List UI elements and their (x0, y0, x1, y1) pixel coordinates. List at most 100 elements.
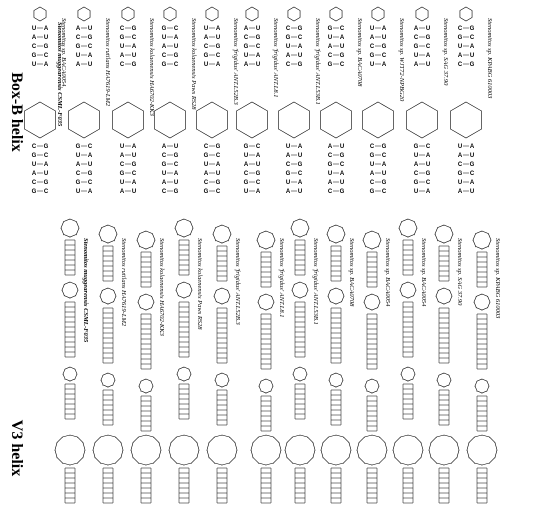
nucleotide-letter: · (154, 237, 155, 242)
nucleotide-letter: · (69, 432, 70, 437)
nucleotide-letter: · (258, 434, 259, 439)
nucleotide-letter: C (414, 35, 419, 41)
v3-internal-loop (213, 287, 231, 305)
nucleotide-letter: · (438, 288, 439, 293)
nucleotide-letter: · (183, 432, 184, 437)
box-b-internal-loop (362, 101, 394, 139)
nucleotide-letter: U (88, 26, 92, 32)
nucleotide-letter: · (158, 440, 159, 445)
nucleotide-letter: · (122, 447, 123, 452)
nucleotide-letter: · (250, 447, 251, 452)
nucleotide-letter: · (307, 287, 308, 292)
nucleotide-letter: U (426, 26, 430, 32)
nucleotide-letter: · (84, 447, 85, 452)
box-b-internal-loop (24, 101, 56, 139)
nucleotide-letter: · (64, 282, 65, 287)
nucleotide-letter: G (370, 189, 375, 195)
nucleotide-letter: A (414, 62, 419, 68)
nucleotide-letter: · (265, 307, 266, 312)
nucleotide-letter: U (458, 144, 462, 150)
v3-terminal-loop (256, 230, 276, 250)
nucleotide-letter: · (158, 455, 159, 460)
nucleotide-letter: A (44, 162, 49, 168)
nucleotide-letter: · (140, 294, 141, 299)
nucleotide-letter: U (44, 35, 48, 41)
nucleotide-letter: U (414, 53, 418, 59)
nucleotide-letter: · (63, 232, 64, 237)
nucleotide-letter: U (120, 180, 124, 186)
nucleotide-letter: U (162, 35, 166, 41)
nucleotide-letter: · (214, 460, 215, 465)
nucleotide-letter: · (198, 447, 199, 452)
nucleotide-letter: · (234, 440, 235, 445)
nucleotide-letter: G (216, 144, 221, 150)
nucleotide-letter: · (438, 382, 439, 387)
nucleotide-letter: · (415, 460, 416, 465)
nucleotide-letter: · (378, 383, 379, 388)
v3-species-label: Stenomitos muggearensis CSMI.-F035 (82, 238, 89, 343)
nucleotide-letter: · (74, 376, 75, 381)
nucleotide-letter: · (476, 378, 477, 383)
nucleotide-letter: G (298, 26, 303, 32)
nucleotide-letter: C (162, 53, 167, 59)
nucleotide-letter: C (458, 62, 463, 68)
v3-hairpin: ····································Sten… (168, 216, 203, 504)
nucleotide-letter: G (44, 180, 49, 186)
nucleotide-letter: · (183, 462, 184, 467)
nucleotide-letter: U (340, 44, 344, 50)
nucleotide-letter: · (221, 384, 222, 389)
v3-species-label: Stenomitos kolaenensis HA6702-KK3 (158, 238, 165, 337)
nucleotide-letter: · (69, 462, 70, 467)
nucleotide-letter: · (481, 291, 482, 296)
nucleotide-letter: G (286, 171, 291, 177)
nucleotide-letter: · (468, 440, 469, 445)
nucleotide-letter: · (475, 244, 476, 249)
nucleotide-letter: · (113, 299, 114, 304)
nucleotide-letter: · (400, 460, 401, 465)
v3-species-label: Stenomitos 'frigidus' ANT.L53B.1 (312, 238, 319, 325)
nucleotide-letter: G (162, 26, 167, 32)
nucleotide-letter: · (76, 219, 77, 224)
nucleotide-letter: · (74, 366, 75, 371)
nucleotide-letter: A (204, 171, 209, 177)
nucleotide-letter: · (272, 244, 273, 249)
v3-large-loop (54, 434, 86, 466)
nucleotide-letter: · (328, 434, 329, 439)
nucleotide-letter: · (226, 372, 227, 377)
v3-species-label: Stenomitos 'frigidus' ANT.L8.1 (278, 238, 285, 317)
nucleotide-letter: · (415, 287, 416, 292)
nucleotide-letter: · (342, 238, 343, 243)
nucleotide-letter: · (228, 238, 229, 243)
nucleotide-letter: · (294, 366, 295, 371)
nucleotide-letter: · (69, 295, 70, 300)
nucleotide-letter: · (145, 307, 146, 312)
nucleotide-letter: C (382, 153, 387, 159)
nucleotide-letter: · (322, 440, 323, 445)
box-b-internal-loop (450, 101, 482, 139)
nucleotide-letter: · (183, 279, 184, 284)
nucleotide-letter: · (132, 440, 133, 445)
nucleotide-letter: · (140, 378, 141, 383)
v3-terminal-loop (98, 224, 118, 244)
nucleotide-letter: · (286, 440, 287, 445)
nucleotide-letter: · (265, 228, 266, 233)
nucleotide-letter: · (294, 376, 295, 381)
nucleotide-letter: · (145, 432, 146, 437)
box-b-terminal-loop (245, 6, 259, 22)
nucleotide-letter: · (213, 293, 214, 298)
box-b-species-label: Stenomitos kolaenensis Paws RS28 (190, 18, 197, 110)
nucleotide-letter: · (191, 434, 192, 439)
nucleotide-letter: C (298, 171, 303, 177)
nucleotide-letter: · (174, 225, 175, 230)
nucleotide-letter: · (258, 383, 259, 388)
nucleotide-letter: · (335, 370, 336, 375)
nucleotide-letter: G (120, 171, 125, 177)
nucleotide-letter: · (183, 364, 184, 369)
nucleotide-letter: · (487, 305, 488, 310)
nucleotide-letter: U (458, 44, 462, 50)
nucleotide-letter: G (32, 189, 37, 195)
nucleotide-letter: · (434, 231, 435, 236)
